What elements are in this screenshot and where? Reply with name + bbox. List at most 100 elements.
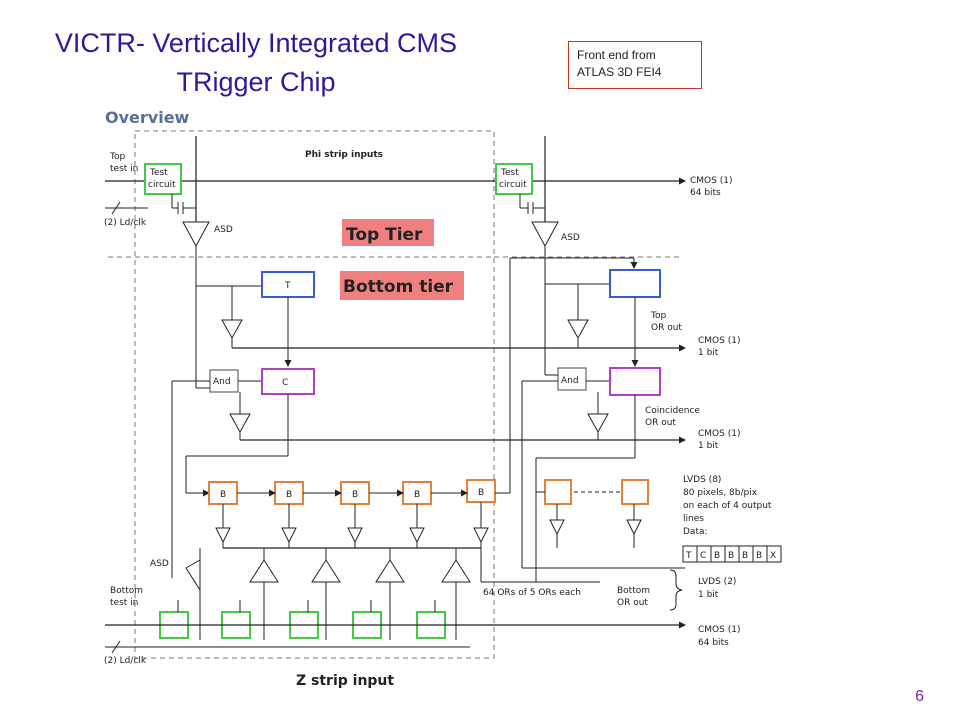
buffer-right-2 (626, 519, 642, 536)
buffer-t-right (567, 319, 589, 340)
asd-bottom-row (185, 548, 471, 640)
test-circuit-right-label-2: circuit (499, 180, 527, 190)
cmos-1bit-top-label-2: 1 bit (698, 348, 719, 358)
output-brace (669, 569, 683, 611)
b-chain-left: B B B B B (208, 479, 496, 582)
buffer-b1 (215, 527, 231, 544)
bottom-test-in-label: Bottom (110, 586, 143, 596)
lvds8-label-1: LVDS (8) (683, 475, 721, 485)
top-ldclk-label: (2) Ld/clk (104, 218, 147, 228)
asd-top-right-label: ASD (561, 233, 580, 243)
asd-bottom-3 (311, 559, 341, 583)
lvds8-label-2: 80 pixels, 8b/pix (683, 488, 758, 498)
bottom-test-in-label-2: test in (110, 598, 138, 608)
buffer-b3 (347, 527, 363, 544)
wire (111, 640, 121, 654)
b-label-3: B (352, 490, 358, 500)
z-strip-input-label: Z strip input (296, 673, 394, 689)
and-right (557, 367, 587, 391)
buffer-t (221, 319, 243, 340)
cmos-64-bottom-label: CMOS (1) (698, 625, 740, 635)
front-end-callout: Front end from ATLAS 3D FEI4 (568, 41, 702, 89)
data-cell-text-6: B (756, 551, 762, 561)
cmos-1bit-coinc-label: CMOS (1) (698, 429, 740, 439)
test-circuit-left-label-1: Test (149, 168, 168, 178)
bottom-or-out-label: Bottom (617, 586, 650, 596)
top-test-in-label: Top (109, 152, 125, 162)
b-label-2: B (286, 490, 292, 500)
b-label-1: B (220, 490, 226, 500)
left-chip-boundary (134, 130, 495, 659)
asd-bottom-5 (441, 559, 471, 583)
bottom-ldclk-label: (2) Ld/clk (104, 656, 147, 666)
test-circuit-right-label-1: Test (500, 168, 519, 178)
test-circuit-left (144, 163, 182, 195)
data-cell-text-5: B (742, 551, 748, 561)
bottom-tier-label: Bottom tier (343, 277, 454, 297)
coincidence-label-2: OR out (645, 418, 676, 428)
cmos-64-bottom-label-2: 64 bits (698, 638, 729, 648)
top-or-out-label: Top (650, 311, 666, 321)
bottom-or-out-label-2: OR out (617, 598, 648, 608)
asd-top-right (531, 221, 559, 248)
lvds8-label-3: on each of 4 output (683, 501, 772, 511)
asd-bottom-label: ASD (150, 559, 169, 569)
data-cell-7 (766, 545, 782, 563)
data-cell-text-1: T (685, 551, 692, 561)
bottom-tier-badge (340, 271, 464, 300)
top-tier-badge (342, 219, 434, 246)
buffer-b5 (473, 527, 489, 544)
top-tier-label: Top Tier (346, 225, 423, 245)
cmos-1bit-coinc-label-2: 1 bit (698, 441, 719, 451)
data-format-row: T C B B B B X (682, 545, 782, 563)
test-circuit-left-label-2: circuit (148, 180, 176, 190)
b-label-4: B (414, 490, 420, 500)
data-cell-text-3: B (714, 551, 720, 561)
buffer-c (229, 413, 251, 434)
c-block-label: C (282, 378, 288, 388)
bottom-test-circuits (159, 600, 446, 639)
title-line-2: TRigger Chip (176, 67, 336, 97)
callout-line-1: Front end from (577, 48, 656, 62)
phi-strip-inputs-label: Phi strip inputs (305, 150, 383, 160)
data-cell-text-7: X (770, 551, 776, 561)
b-block-right-2 (621, 479, 649, 505)
lvds8-label-5: Data: (683, 527, 708, 537)
top-or-out-label-2: OR out (651, 323, 682, 333)
cmos-1bit-top-label: CMOS (1) (698, 336, 740, 346)
lvds2-label-2: 1 bit (698, 590, 719, 600)
b-label-5: B (478, 488, 484, 498)
page-number: 6 (915, 688, 924, 705)
t-block (261, 271, 315, 298)
callout-line-2: ATLAS 3D FEI4 (577, 65, 662, 79)
data-cell-text-4: B (728, 551, 734, 561)
asd-bottom-1 (185, 559, 201, 592)
buffer-b4 (409, 527, 425, 544)
data-cell-text-2: C (700, 551, 706, 561)
lvds8-label-4: lines (683, 514, 704, 524)
asd-bottom-2 (249, 559, 279, 583)
asd-top-left-label: ASD (214, 225, 233, 235)
ors-label: 64 ORs of 5 ORs each (483, 588, 581, 598)
t-block-label: T (284, 281, 291, 291)
cmos-64-top-label: CMOS (1) (690, 176, 732, 186)
title-line-1: VICTR- Vertically Integrated CMS (54, 28, 458, 58)
b-block-right-1 (544, 479, 572, 505)
asd-top-left (182, 221, 210, 248)
lvds2-label-1: LVDS (2) (698, 577, 736, 587)
buffer-right-1 (549, 519, 565, 536)
asd-bottom-4 (375, 559, 405, 583)
and-left-label: And (213, 377, 231, 387)
top-ldclk-slash (111, 201, 121, 215)
test-circuit-right (495, 163, 533, 195)
overview-heading: Overview (105, 108, 190, 127)
top-test-in-label-2: test in (110, 164, 138, 174)
buffer-c-right (587, 413, 609, 434)
and-right-label: And (561, 376, 579, 386)
buffer-b2 (281, 527, 297, 544)
slide-title: VICTR- Vertically Integrated CMS TRigger… (0, 24, 512, 102)
coincidence-label: Coincidence (645, 406, 700, 416)
cmos-64-top-label-2: 64 bits (690, 188, 721, 198)
c-block-right (609, 367, 661, 396)
